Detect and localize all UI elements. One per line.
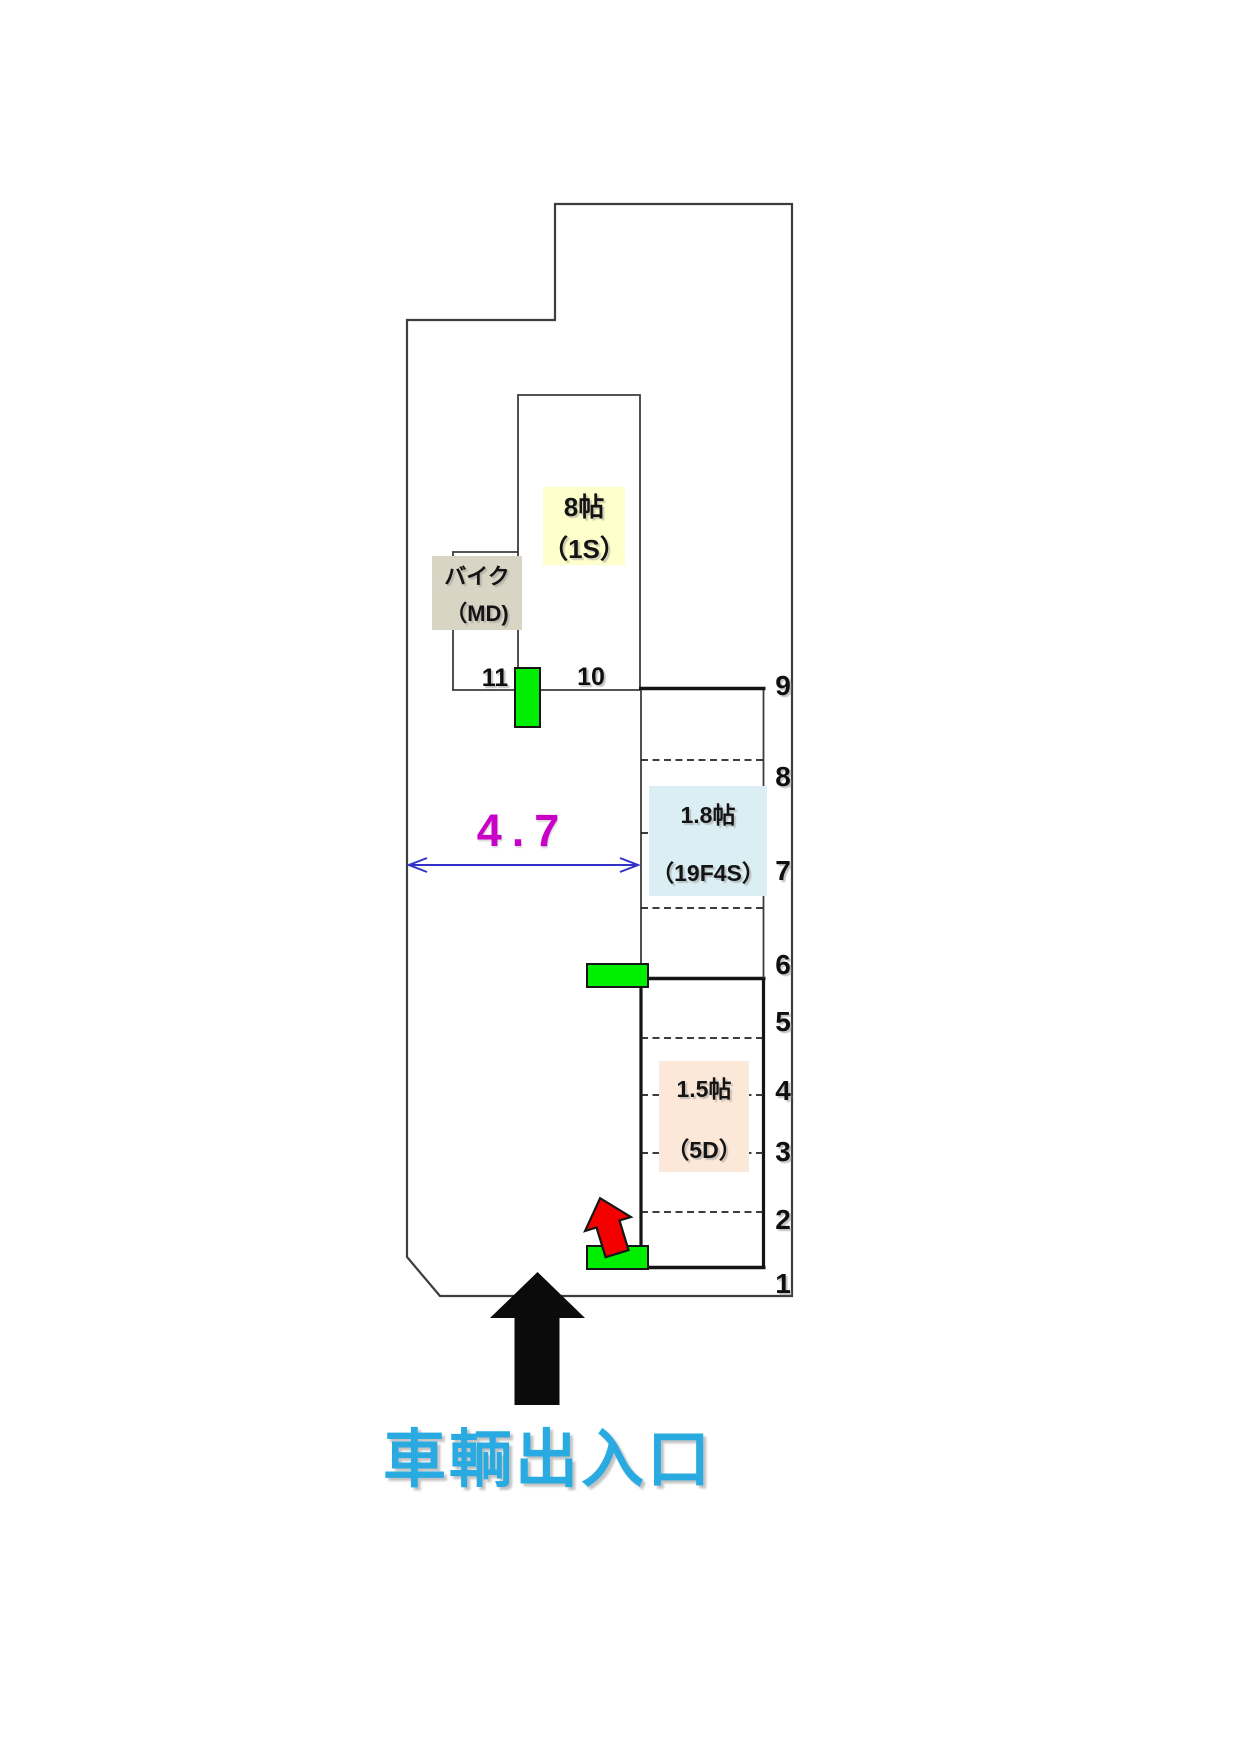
- unit-15jo-label-box: 1.5帖 （5D）: [659, 1061, 749, 1172]
- entrance-label: 車輌出入口: [383, 1425, 713, 1495]
- unit-18jo-size: 1.8帖: [680, 802, 736, 828]
- stall-number-5: 5: [775, 1006, 791, 1037]
- stall-number-11: 11: [481, 664, 509, 692]
- stall-number-1: 1: [775, 1268, 791, 1299]
- bike-unit-label-box: バイク （MD): [432, 556, 522, 630]
- stall-number-8: 8: [775, 761, 791, 792]
- dimension-arrow: [406, 857, 641, 873]
- stall-number-6: 6: [775, 949, 791, 980]
- unit-18jo-label-box: 1.8帖 （19F4S）: [649, 786, 767, 896]
- stall-number-7: 7: [775, 855, 791, 886]
- stall-number-9: 9: [775, 670, 791, 701]
- stall-number-3: 3: [775, 1136, 791, 1167]
- green-gate-marker-middle: [586, 963, 649, 988]
- bike-unit-outline: [452, 551, 519, 690]
- unit-15jo-code: （5D）: [666, 1137, 742, 1163]
- unit-8jo-label-box: 8帖 （1S）: [542, 487, 626, 565]
- red-arrow-marker: [583, 1196, 634, 1259]
- bike-unit-code: （MD): [445, 600, 509, 626]
- green-gate-marker-top: [514, 667, 541, 728]
- stall-number-10: 10: [577, 663, 605, 691]
- entrance-arrow: [490, 1272, 585, 1405]
- dimension-value: 4.7: [476, 805, 570, 856]
- bike-unit-size: バイク: [444, 563, 510, 589]
- unit-8jo-code: （1S）: [542, 533, 626, 564]
- unit-8jo-size: 8帖: [563, 491, 605, 522]
- unit-15jo-size: 1.5帖: [676, 1076, 732, 1102]
- stall-number-2: 2: [775, 1204, 791, 1235]
- property-boundary: [405, 202, 794, 1298]
- stall-number-4: 4: [775, 1075, 791, 1106]
- unit-18jo-code: （19F4S）: [651, 860, 765, 886]
- unit-8jo-outline: [517, 394, 641, 690]
